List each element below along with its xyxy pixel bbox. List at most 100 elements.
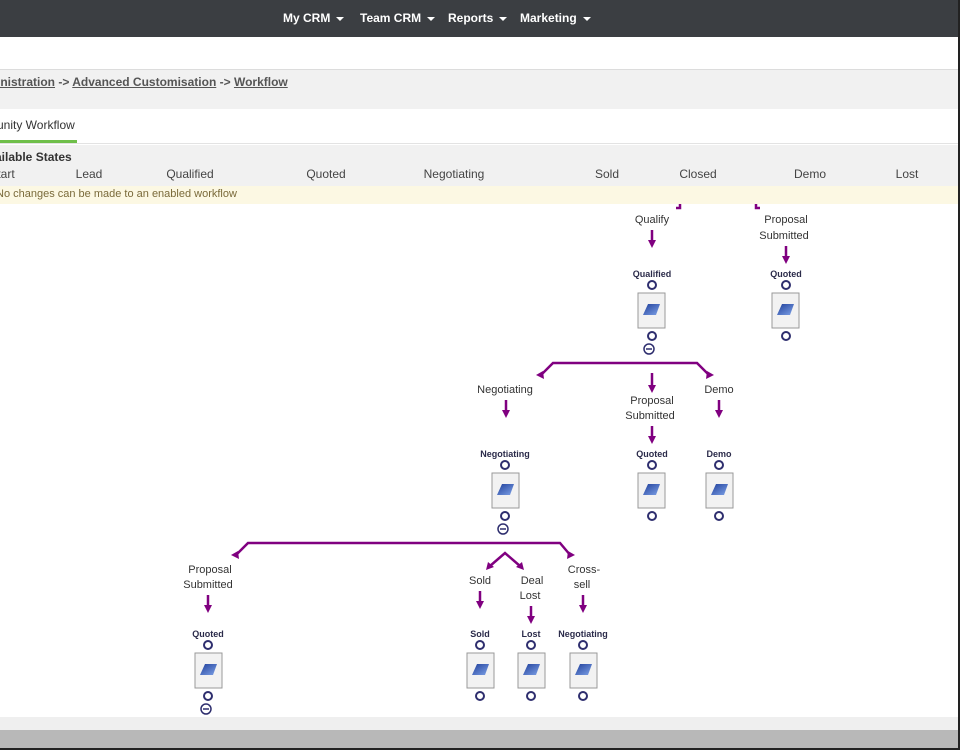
- chevron-down-icon: [499, 16, 508, 21]
- state-label-qualified: Qualified: [633, 269, 672, 279]
- horizontal-scrollbar-track[interactable]: [0, 717, 958, 730]
- transition-label-cross-sell-line2: sell: [574, 579, 591, 591]
- transition-label-proposal-submitted-line2: Submitted: [759, 230, 809, 242]
- nav-my-crm[interactable]: My CRM: [283, 11, 345, 25]
- arrow-head-icon: [536, 371, 544, 379]
- workflow-state-icon: [643, 484, 660, 495]
- state-label-quoted: Quoted: [636, 449, 668, 459]
- workflow-state-icon: [472, 664, 489, 675]
- transition-label-negotiating[interactable]: Negotiating: [477, 384, 533, 396]
- transition-label-demo[interactable]: Demo: [704, 384, 733, 396]
- transition-label-qualify[interactable]: Qualify: [635, 214, 670, 226]
- state-label-sold: Sold: [470, 629, 490, 639]
- state-node-quoted[interactable]: [637, 460, 666, 521]
- nav-reports[interactable]: Reports: [448, 11, 508, 25]
- tab-opportunity-workflow[interactable]: unity Workflow: [0, 118, 75, 132]
- available-states-panel: ailable States tart Lead Qualified Quote…: [0, 145, 958, 186]
- chevron-down-icon: [582, 16, 591, 21]
- chevron-down-icon: [336, 16, 345, 21]
- state-column-demo[interactable]: Demo: [793, 167, 827, 181]
- warning-text: No changes can be made to an enabled wor…: [0, 188, 237, 200]
- output-port-icon: [500, 511, 510, 521]
- nav-marketing-label: Marketing: [520, 11, 577, 25]
- arrow-head-icon: [486, 562, 494, 570]
- state-node-demo[interactable]: [705, 460, 734, 521]
- transition-label-cross-sell[interactable]: Cross-: [568, 564, 601, 576]
- nav-team-crm[interactable]: Team CRM: [360, 11, 436, 25]
- state-label-demo: Demo: [706, 449, 732, 459]
- breadcrumb-separator: ->: [55, 75, 73, 89]
- connector-line: [754, 204, 760, 210]
- input-port-icon: [647, 280, 657, 290]
- workflow-state-icon: [643, 304, 660, 315]
- output-port-icon: [781, 331, 791, 341]
- output-port-icon: [647, 511, 657, 521]
- state-column-closed[interactable]: Closed: [679, 167, 717, 181]
- window-bottom-bar: [0, 730, 958, 748]
- connector-line: [676, 204, 682, 210]
- workflow-state-icon: [497, 484, 514, 495]
- input-port-icon: [781, 280, 791, 290]
- transition-label-sold[interactable]: Sold: [469, 575, 491, 587]
- breadcrumb-bar: inistration -> Advanced Customisation ->…: [0, 69, 958, 110]
- state-label-quoted: Quoted: [770, 269, 802, 279]
- output-port-icon: [203, 691, 213, 701]
- output-port-icon: [647, 331, 657, 341]
- workflow-state-icon: [523, 664, 540, 675]
- state-column-start[interactable]: tart: [0, 167, 15, 181]
- state-column-lead[interactable]: Lead: [75, 167, 103, 181]
- transition-label-proposal-submitted-line2: Submitted: [625, 410, 675, 422]
- input-port-icon: [500, 460, 510, 470]
- branch-connector-line: [539, 361, 711, 377]
- state-column-qualified[interactable]: Qualified: [166, 167, 214, 181]
- input-port-icon: [578, 640, 588, 650]
- arrow-head-icon: [231, 551, 239, 559]
- nav-marketing[interactable]: Marketing: [520, 11, 591, 25]
- state-label-negotiating: Negotiating: [480, 449, 530, 459]
- state-node-negotiating[interactable]: [569, 640, 598, 701]
- arrow-head-icon: [706, 371, 714, 379]
- breadcrumb-separator: ->: [216, 75, 234, 89]
- state-node-qualified[interactable]: [637, 280, 666, 355]
- workflow-state-icon: [711, 484, 728, 495]
- state-column-lost[interactable]: Lost: [895, 167, 919, 181]
- nav-reports-label: Reports: [448, 11, 494, 25]
- workflow-enabled-warning: No changes can be made to an enabled wor…: [0, 186, 958, 204]
- state-column-quoted[interactable]: Quoted: [306, 167, 346, 181]
- workflow-state-icon: [575, 664, 592, 675]
- transition-label-proposal-submitted[interactable]: Proposal: [764, 214, 807, 226]
- output-port-icon: [526, 691, 536, 701]
- workflow-state-icon: [777, 304, 794, 315]
- workflow-diagram: Qualify Qualified Proposal Submitted Quo…: [183, 204, 809, 715]
- nav-my-crm-label: My CRM: [283, 11, 331, 25]
- state-node-negotiating[interactable]: [491, 460, 520, 535]
- transition-label-proposal-submitted[interactable]: Proposal: [188, 564, 231, 576]
- arrow-head-icon: [567, 551, 575, 559]
- output-port-icon: [475, 691, 485, 701]
- transition-label-deal-lost[interactable]: Deal: [521, 575, 544, 587]
- state-column-sold[interactable]: Sold: [594, 167, 620, 181]
- output-port-icon: [714, 511, 724, 521]
- transition-label-proposal-submitted[interactable]: Proposal: [630, 395, 673, 407]
- input-port-icon: [714, 460, 724, 470]
- state-label-quoted: Quoted: [192, 629, 224, 639]
- top-navigation-bar: My CRM Team CRM Reports Marketing: [0, 0, 958, 37]
- branch-connector-line: [234, 541, 572, 557]
- nav-team-crm-label: Team CRM: [360, 11, 422, 25]
- input-port-icon: [475, 640, 485, 650]
- transition-label-proposal-submitted-line2: Submitted: [183, 579, 233, 591]
- breadcrumb-administration-link[interactable]: inistration: [0, 75, 56, 89]
- state-node-quoted[interactable]: [194, 640, 223, 715]
- breadcrumb-workflow-link[interactable]: Workflow: [233, 75, 288, 89]
- workflow-state-icon: [200, 664, 217, 675]
- state-label-negotiating: Negotiating: [558, 629, 608, 639]
- state-node-quoted[interactable]: [771, 280, 800, 341]
- available-states-title: ailable States: [0, 150, 72, 164]
- state-column-negotiating[interactable]: Negotiating: [423, 167, 485, 181]
- transition-label-deal-lost-line2: Lost: [520, 590, 541, 602]
- breadcrumb-advanced-customisation-link[interactable]: Advanced Customisation: [72, 75, 217, 89]
- state-node-sold[interactable]: [466, 640, 495, 701]
- arrow-head-icon: [516, 562, 524, 570]
- state-node-lost[interactable]: [517, 640, 546, 701]
